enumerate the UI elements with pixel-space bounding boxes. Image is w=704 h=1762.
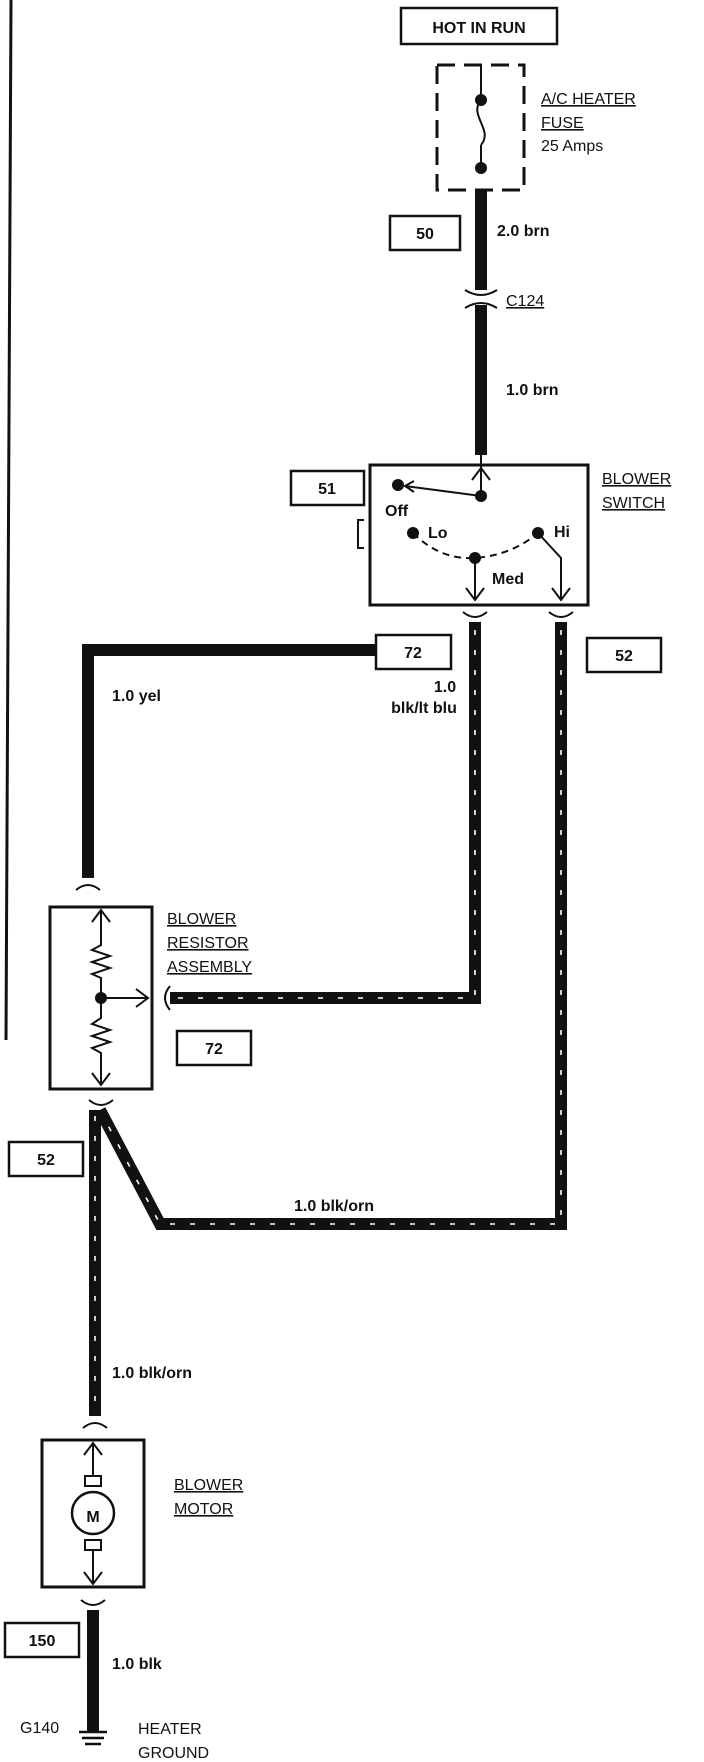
circuit-ref-150: 150 (29, 1633, 56, 1650)
wire-label-blk: 1.0 blk (112, 1656, 162, 1673)
wire-label-yel: 1.0 yel (112, 688, 161, 705)
resistor-lower-element (88, 998, 114, 1085)
fuse-element (476, 99, 486, 146)
circuit-ref-52-left-box (7, 1140, 85, 1178)
switch-bracket (357, 519, 364, 549)
switch-med-connector (462, 611, 488, 618)
switch-hi-connector (548, 611, 574, 618)
switch-input-arrow (471, 466, 491, 481)
circuit-ref-50-box (388, 214, 462, 252)
circuit-ref-150-box (3, 1621, 81, 1659)
motor-symbol-circle (70, 1490, 116, 1536)
circuit-ref-52-right-box (585, 636, 663, 674)
circuit-ref-50: 50 (416, 226, 434, 243)
motor-name-line2: MOTOR (174, 1501, 233, 1518)
ground-name-line1: HEATER (138, 1721, 202, 1738)
motor-brush-top (84, 1475, 102, 1487)
wire-blkorn-right (94, 622, 567, 1230)
ground-id: G140 (20, 1720, 59, 1737)
switch-hi-arrow (551, 587, 571, 602)
resistor-bottom-arrow (91, 1072, 111, 1087)
switch-pos-off: Off (385, 503, 409, 520)
connector-c124-top (464, 289, 498, 296)
switch-name-line1: BLOWER (602, 471, 671, 488)
switch-off-terminal (392, 479, 404, 491)
wire-label-fuse: 2.0 brn (497, 223, 549, 240)
switch-blade-arrow (403, 480, 415, 493)
power-source-label: HOT IN RUN (432, 20, 525, 37)
circuit-ref-52-right: 52 (615, 648, 633, 665)
resistor-name-line1: BLOWER (167, 911, 236, 928)
switch-med-arrow (465, 587, 485, 602)
circuit-ref-72-top: 72 (404, 645, 422, 662)
motor-top-arrow (83, 1441, 103, 1456)
resistor-upper-element (88, 940, 114, 998)
fuse-rating: 25 Amps (541, 138, 603, 155)
switch-pos-lo: Lo (428, 525, 448, 542)
switch-pos-hi: Hi (554, 524, 570, 541)
wire-label-blkltblu-2: blk/lt blu (391, 700, 457, 717)
motor-top-connector (82, 1422, 108, 1429)
connector-c124-label: C124 (506, 293, 544, 310)
wire-label-blkorn-v: 1.0 blk/orn (112, 1365, 192, 1382)
resistor-middle-arrow (135, 988, 150, 1008)
power-source-box (399, 6, 559, 46)
circuit-ref-72-mid: 72 (205, 1041, 223, 1058)
blower-switch-box (368, 463, 590, 607)
circuit-ref-51: 51 (318, 481, 336, 498)
switch-blade (404, 485, 482, 497)
ground-name-line2: GROUND (138, 1745, 209, 1762)
motor-name-line1: BLOWER (174, 1477, 243, 1494)
motor-bottom-arrow (83, 1571, 103, 1586)
wire-blkltblu (170, 622, 481, 1004)
fuse-name-line2: FUSE (541, 115, 584, 132)
circuit-ref-72-mid-box (175, 1029, 253, 1067)
motor-brush-bottom (84, 1539, 102, 1551)
wire-label-blkorn-h: 1.0 blk/orn (294, 1198, 374, 1215)
resistor-name-line3: ASSEMBLY (167, 959, 252, 976)
circuit-ref-51-box (289, 469, 366, 507)
circuit-ref-52-left: 52 (37, 1152, 55, 1169)
resistor-bottom-connector (88, 1099, 114, 1106)
switch-pos-med: Med (492, 571, 524, 588)
switch-hi-lead (537, 532, 562, 600)
wire-yel (82, 644, 376, 878)
wire-label-switch-in: 1.0 brn (506, 382, 558, 399)
resistor-middle-connector (164, 985, 171, 1011)
resistor-name-line2: RESISTOR (167, 935, 249, 952)
motor-symbol: M (86, 1509, 99, 1526)
motor-bottom-connector (80, 1599, 106, 1606)
page-edge-line (4, 0, 13, 1041)
fuse-name-line1: A/C HEATER (541, 91, 636, 108)
connector-c124-bottom (464, 302, 498, 309)
wire-blkltblu-stripe (172, 630, 476, 999)
wire-yel-connector (75, 884, 101, 891)
switch-name-line2: SWITCH (602, 495, 665, 512)
wire-label-blkltblu-1: 1.0 (434, 679, 456, 696)
circuit-ref-72-top-box (374, 633, 453, 671)
resistor-top-arrow (91, 908, 111, 923)
